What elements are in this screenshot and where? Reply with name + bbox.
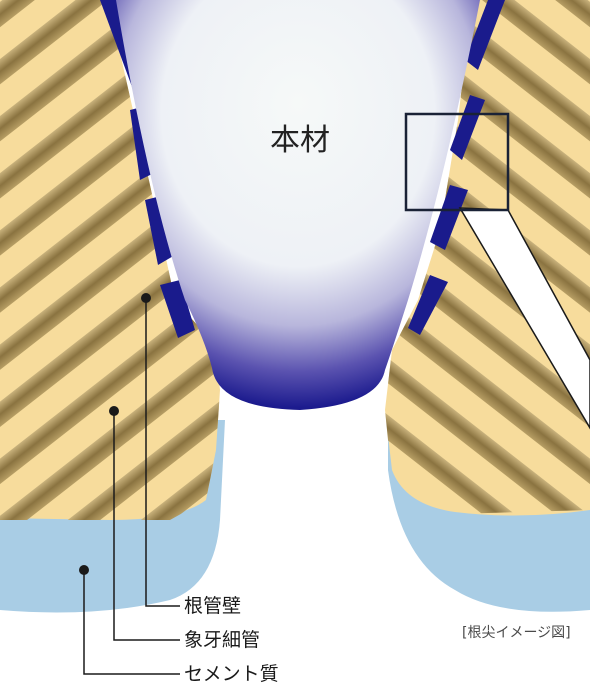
root-canal-wall-label: 根管壁 [184, 595, 242, 617]
magnify-callout [404, 112, 590, 430]
figure-caption: [根尖イメージ図] [462, 625, 571, 641]
leader-lines [83, 298, 180, 675]
material-title: 本材 [270, 123, 330, 158]
canal-core-material [116, 0, 480, 410]
root-canal-wall-dot [141, 293, 151, 303]
leader-dots [79, 293, 151, 575]
cementum-dot [79, 565, 89, 575]
cementum-label: セメント質 [184, 663, 279, 685]
dentinal-tubule-label: 象牙細管 [184, 629, 261, 651]
dentinal-tubule-dot [109, 406, 119, 416]
